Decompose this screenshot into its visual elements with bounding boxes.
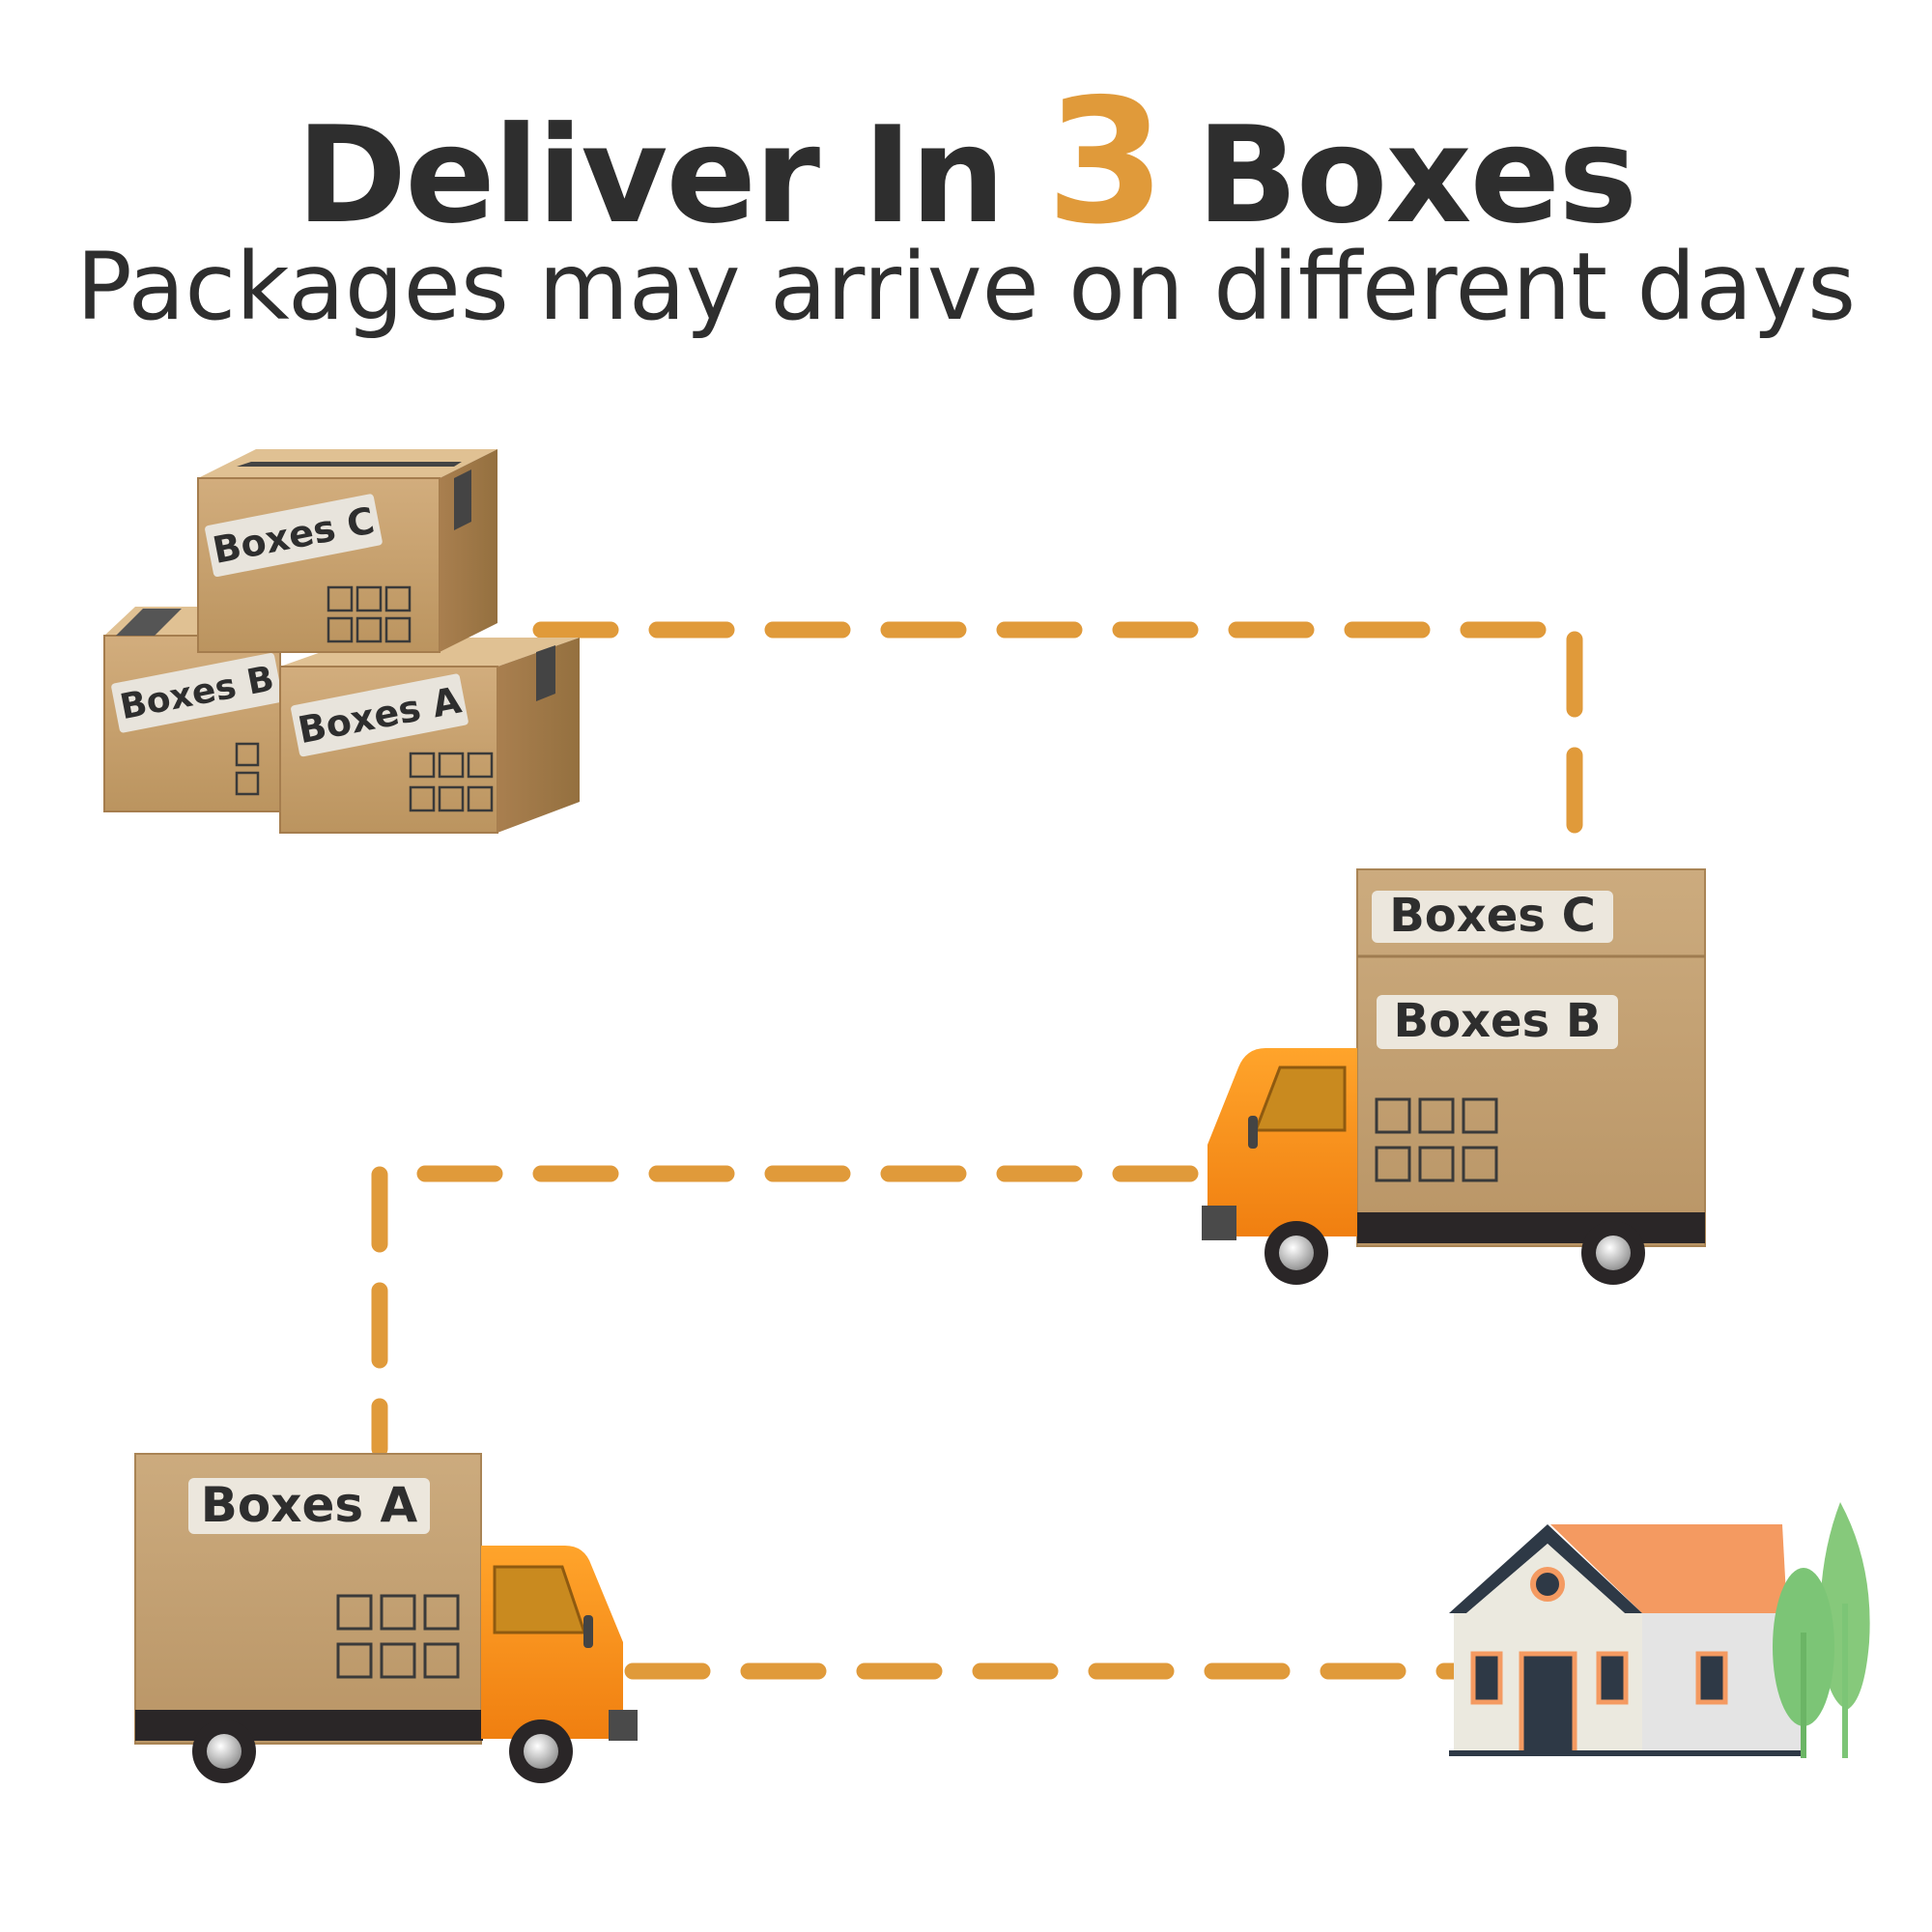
title-number: 3 [1045,62,1166,262]
truck1-box-c-label: Boxes C [1389,889,1596,943]
box-b: Boxes B [103,607,309,812]
box-a: Boxes A [279,638,580,834]
title-after: Boxes [1196,98,1638,253]
truck2-box-a-label: Boxes A [201,1477,418,1533]
delivery-truck-icon: Boxes C Boxes B [1202,868,1706,1285]
box-c: Boxes C [197,449,497,653]
page-subtitle: Packages may arrive on different days [75,233,1857,341]
house-icon [1449,1524,1806,1756]
route-line [371,621,1583,1680]
stacked-boxes-icon: Boxes B Boxes A [103,449,580,834]
title-before: Deliver In [296,98,1006,253]
delivery-truck-icon: Boxes A [134,1453,638,1783]
truck1-box-b-label: Boxes B [1394,994,1602,1048]
tree-icon [1773,1502,1870,1758]
